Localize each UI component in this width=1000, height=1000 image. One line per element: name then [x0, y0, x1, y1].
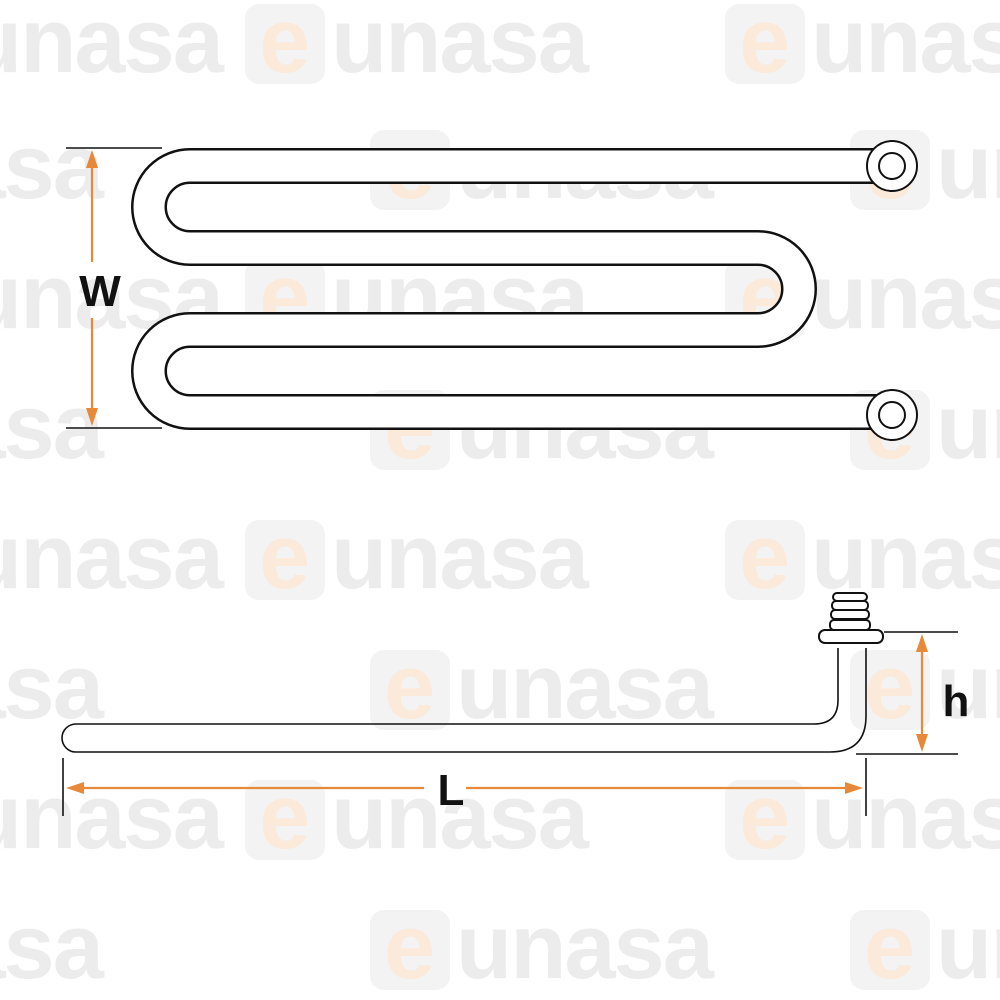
svg-text:unasa: unasa — [936, 376, 1000, 478]
width-dimension: W — [66, 147, 162, 429]
width-arrowhead-bottom — [86, 408, 98, 426]
svg-text:unasa: unasa — [811, 246, 1000, 348]
terminal-top — [866, 140, 918, 192]
svg-text:unasa: unasa — [331, 506, 590, 608]
svg-text:e: e — [259, 766, 310, 868]
length-dimension: L — [62, 758, 867, 816]
svg-text:e: e — [739, 0, 790, 92]
svg-text:e: e — [864, 896, 915, 998]
svg-text:unasa: unasa — [331, 0, 590, 92]
height-dimension: h — [856, 631, 970, 755]
length-label: L — [438, 766, 465, 815]
width-arrowhead-top — [86, 150, 98, 168]
svg-text:unasa: unasa — [936, 636, 1000, 738]
svg-text:unasa: unasa — [811, 506, 1000, 608]
svg-text:unasa: unasa — [936, 116, 1000, 218]
svg-text:unasa: unasa — [0, 0, 225, 92]
svg-text:unasa: unasa — [0, 766, 225, 868]
svg-text:e: e — [864, 636, 915, 738]
width-label: W — [79, 267, 121, 316]
svg-text:unasa: unasa — [331, 766, 590, 868]
svg-text:unasa: unasa — [811, 766, 1000, 868]
svg-text:e: e — [259, 506, 310, 608]
height-arrowhead-bottom — [916, 734, 928, 752]
threaded-terminal — [818, 592, 884, 644]
svg-text:e: e — [739, 506, 790, 608]
svg-text:unasa: unasa — [0, 636, 105, 738]
svg-text:unasa: unasa — [456, 636, 715, 738]
height-arrowhead-top — [916, 634, 928, 652]
svg-text:unasa: unasa — [456, 896, 715, 998]
svg-text:e: e — [384, 636, 435, 738]
height-label: h — [943, 677, 970, 726]
svg-text:unasa: unasa — [936, 896, 1000, 998]
svg-text:unasa: unasa — [0, 506, 225, 608]
svg-text:e: e — [739, 766, 790, 868]
length-arrowhead-left — [66, 782, 84, 794]
side-view-tube-outline — [61, 648, 867, 753]
svg-text:unasa: unasa — [0, 896, 105, 998]
length-arrowhead-right — [845, 782, 863, 794]
side-view-element — [61, 592, 884, 753]
top-view-element — [131, 140, 918, 441]
svg-text:e: e — [384, 896, 435, 998]
svg-text:unasa: unasa — [811, 0, 1000, 92]
svg-text:e: e — [259, 0, 310, 92]
terminal-bottom — [866, 389, 918, 441]
top-view-tube-fill — [133, 150, 885, 428]
svg-text:unasa: unasa — [0, 376, 105, 478]
